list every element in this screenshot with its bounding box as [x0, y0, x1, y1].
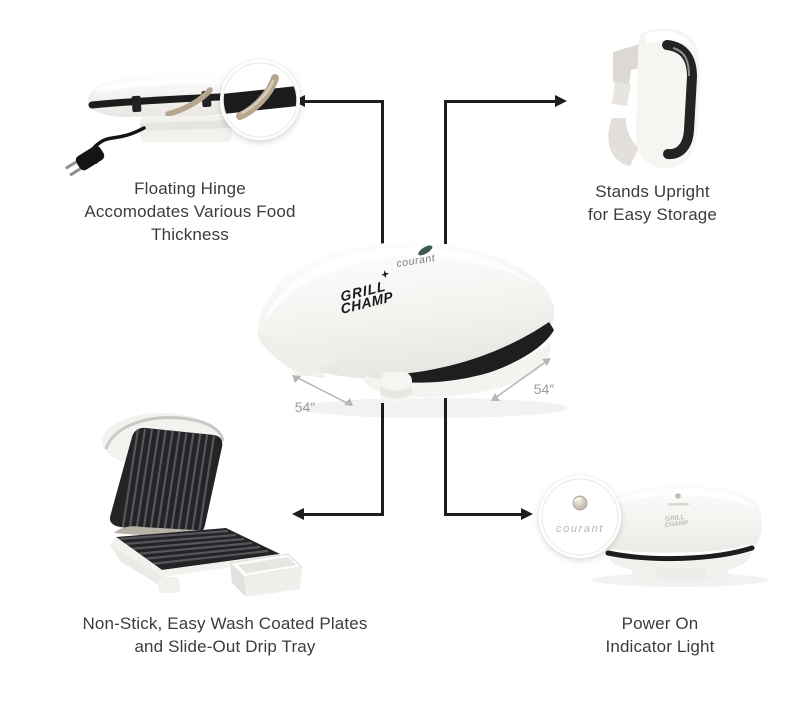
power-light-magnifier-circle: courant — [539, 476, 621, 558]
caption-power-indicator: Power On Indicator Light — [605, 614, 715, 656]
grill-open-image — [102, 413, 304, 597]
open-grill-lid — [102, 413, 225, 535]
connector-line — [444, 398, 447, 516]
connector-line — [381, 100, 384, 246]
grill-upright-body — [608, 28, 700, 169]
grill-front-image: GRILL CHAMP courant — [539, 476, 768, 587]
connector-line — [446, 100, 555, 103]
arrow-right-icon — [521, 508, 533, 520]
power-plug-icon — [65, 145, 105, 177]
grill-side-view-image — [65, 60, 300, 177]
dimension-left: 54″ — [292, 375, 353, 415]
grill-upright-image — [608, 28, 700, 169]
dimension-left-label: 54″ — [295, 399, 316, 415]
grill-main-image: courant GRILL CHAMP 54″ 54″ — [257, 242, 568, 418]
power-indicator-light-icon — [675, 493, 681, 499]
svg-text:GRILL: GRILL — [665, 514, 685, 523]
arrow-left-icon — [292, 508, 304, 520]
caption-stands-upright: Stands Upright for Easy Storage — [587, 182, 718, 224]
sparkle-icon — [381, 270, 389, 279]
connector-line — [446, 513, 521, 516]
svg-text:CHAMP: CHAMP — [664, 520, 689, 530]
grill-lid — [257, 242, 555, 402]
grill-front-body: GRILL CHAMP — [592, 484, 768, 587]
plate-gap — [605, 545, 755, 562]
hinge-magnifier-circle — [220, 60, 300, 140]
connector-line — [304, 513, 384, 516]
open-grill-base — [110, 526, 286, 593]
connector-line — [381, 403, 384, 516]
drip-tray — [228, 553, 304, 597]
plate-edge-band — [662, 40, 698, 160]
caption-floating-hinge: Floating Hinge Accomodates Various Food … — [84, 179, 296, 244]
arrow-right-icon — [555, 95, 567, 107]
magnifier-brand-text: courant — [556, 523, 604, 535]
connector-line — [304, 100, 384, 103]
caption-nonstick-plates: Non-Stick, Easy Wash Coated Plates and S… — [82, 614, 368, 656]
dimension-right: 54″ — [491, 358, 554, 401]
floating-hinge-bar — [165, 87, 213, 117]
connector-line — [444, 100, 447, 244]
power-cord — [65, 126, 146, 177]
leaf-icon — [418, 245, 433, 256]
hinge-clip — [131, 95, 142, 113]
dimension-right-label: 54″ — [534, 381, 555, 397]
